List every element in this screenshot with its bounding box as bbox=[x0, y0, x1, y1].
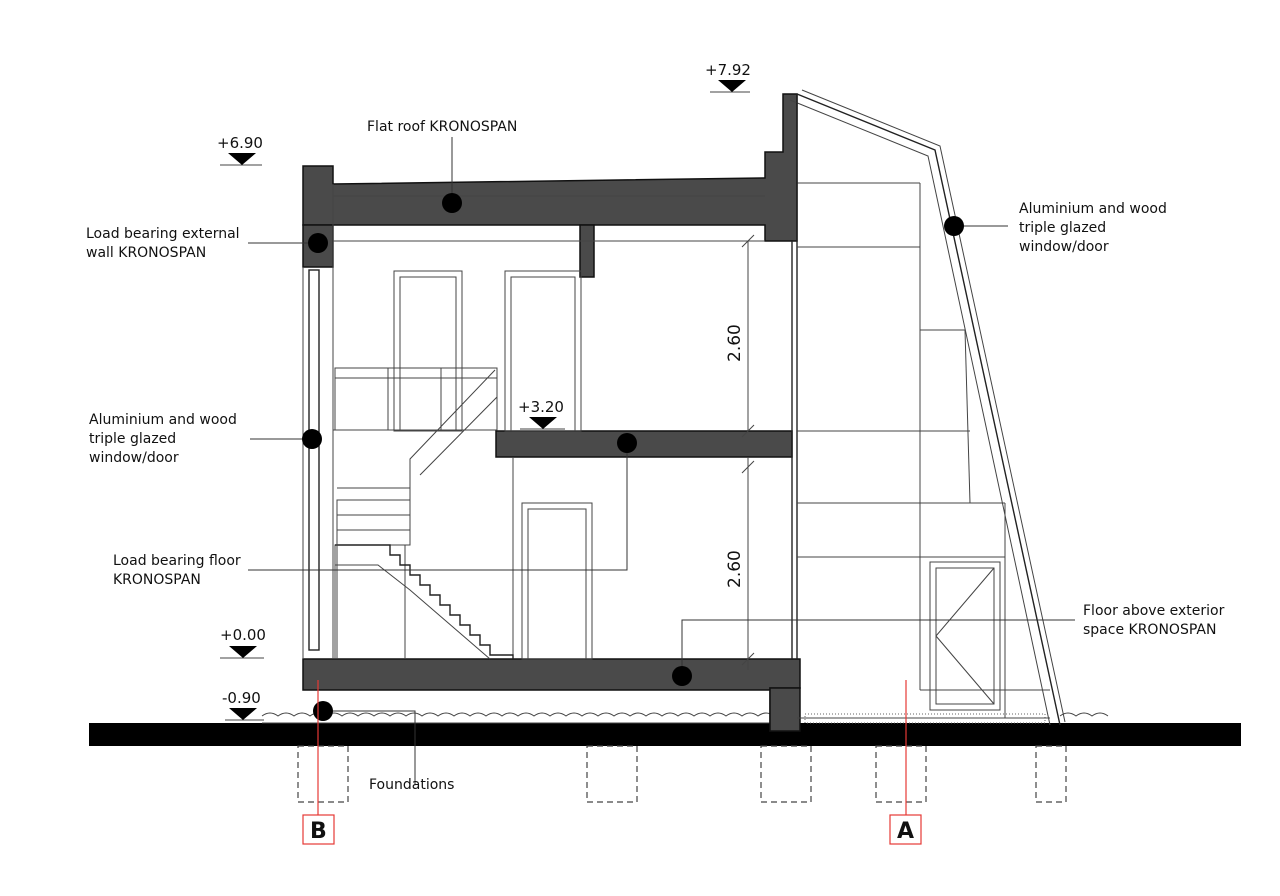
section-marker-a: A bbox=[889, 680, 922, 845]
ground-line bbox=[89, 712, 1241, 746]
dimension-label-lower: 2.60 bbox=[725, 550, 745, 588]
callout-exterior-floor: Floor above exterior space KRONOSPAN bbox=[672, 603, 1225, 686]
callout-load-floor: Load bearing floor KRONOSPAN bbox=[113, 433, 637, 588]
level-marker-mid: +3.20 bbox=[518, 398, 565, 430]
callout-window-left: Aluminium and wood triple glazed window/… bbox=[89, 412, 322, 466]
callout-window-right: Aluminium and wood triple glazed window/… bbox=[944, 201, 1167, 255]
level-label-base: -0.90 bbox=[222, 689, 261, 707]
label-window-right-line2: triple glazed bbox=[1019, 220, 1106, 236]
level-label-top: +7.92 bbox=[705, 61, 751, 79]
label-load-floor-line1: Load bearing floor bbox=[113, 553, 241, 569]
foundation-footings bbox=[297, 745, 1067, 803]
section-label-a: A bbox=[897, 819, 914, 844]
callout-foundations: Foundations bbox=[313, 701, 454, 793]
label-ext-wall-line1: Load bearing external bbox=[86, 226, 240, 242]
level-label-ground: +0.00 bbox=[220, 626, 266, 644]
dimension-upper: 2.60 bbox=[725, 234, 755, 438]
level-label-mid: +3.20 bbox=[518, 398, 564, 416]
section-label-b: B bbox=[310, 819, 327, 844]
level-marker-top: +7.92 bbox=[705, 61, 751, 93]
callout-external-wall: Load bearing external wall KRONOSPAN bbox=[86, 226, 328, 261]
level-marker-ground: +0.00 bbox=[220, 626, 266, 659]
callout-flat-roof: Flat roof KRONOSPAN bbox=[367, 119, 517, 213]
label-flat-roof: Flat roof KRONOSPAN bbox=[367, 119, 517, 135]
label-window-right-line3: window/door bbox=[1019, 239, 1109, 255]
label-window-left-line2: triple glazed bbox=[89, 431, 176, 447]
label-ext-floor-line1: Floor above exterior bbox=[1083, 603, 1225, 619]
section-marker-b: B bbox=[302, 680, 335, 845]
label-foundations: Foundations bbox=[369, 777, 454, 793]
level-marker-roof: +6.90 bbox=[217, 134, 263, 166]
label-window-right-line1: Aluminium and wood bbox=[1019, 201, 1167, 217]
label-window-left-line3: window/door bbox=[89, 450, 179, 466]
label-window-left-line1: Aluminium and wood bbox=[89, 412, 237, 428]
building-structure bbox=[302, 89, 1066, 732]
level-marker-base: -0.90 bbox=[222, 689, 264, 721]
dimension-lower: 2.60 bbox=[725, 457, 755, 670]
level-label-roof: +6.90 bbox=[217, 134, 263, 152]
dimension-label-upper: 2.60 bbox=[725, 324, 745, 362]
label-ext-wall-line2: wall KRONOSPAN bbox=[86, 245, 206, 261]
label-ext-floor-line2: space KRONOSPAN bbox=[1083, 622, 1216, 638]
label-load-floor-line2: KRONOSPAN bbox=[113, 572, 201, 588]
